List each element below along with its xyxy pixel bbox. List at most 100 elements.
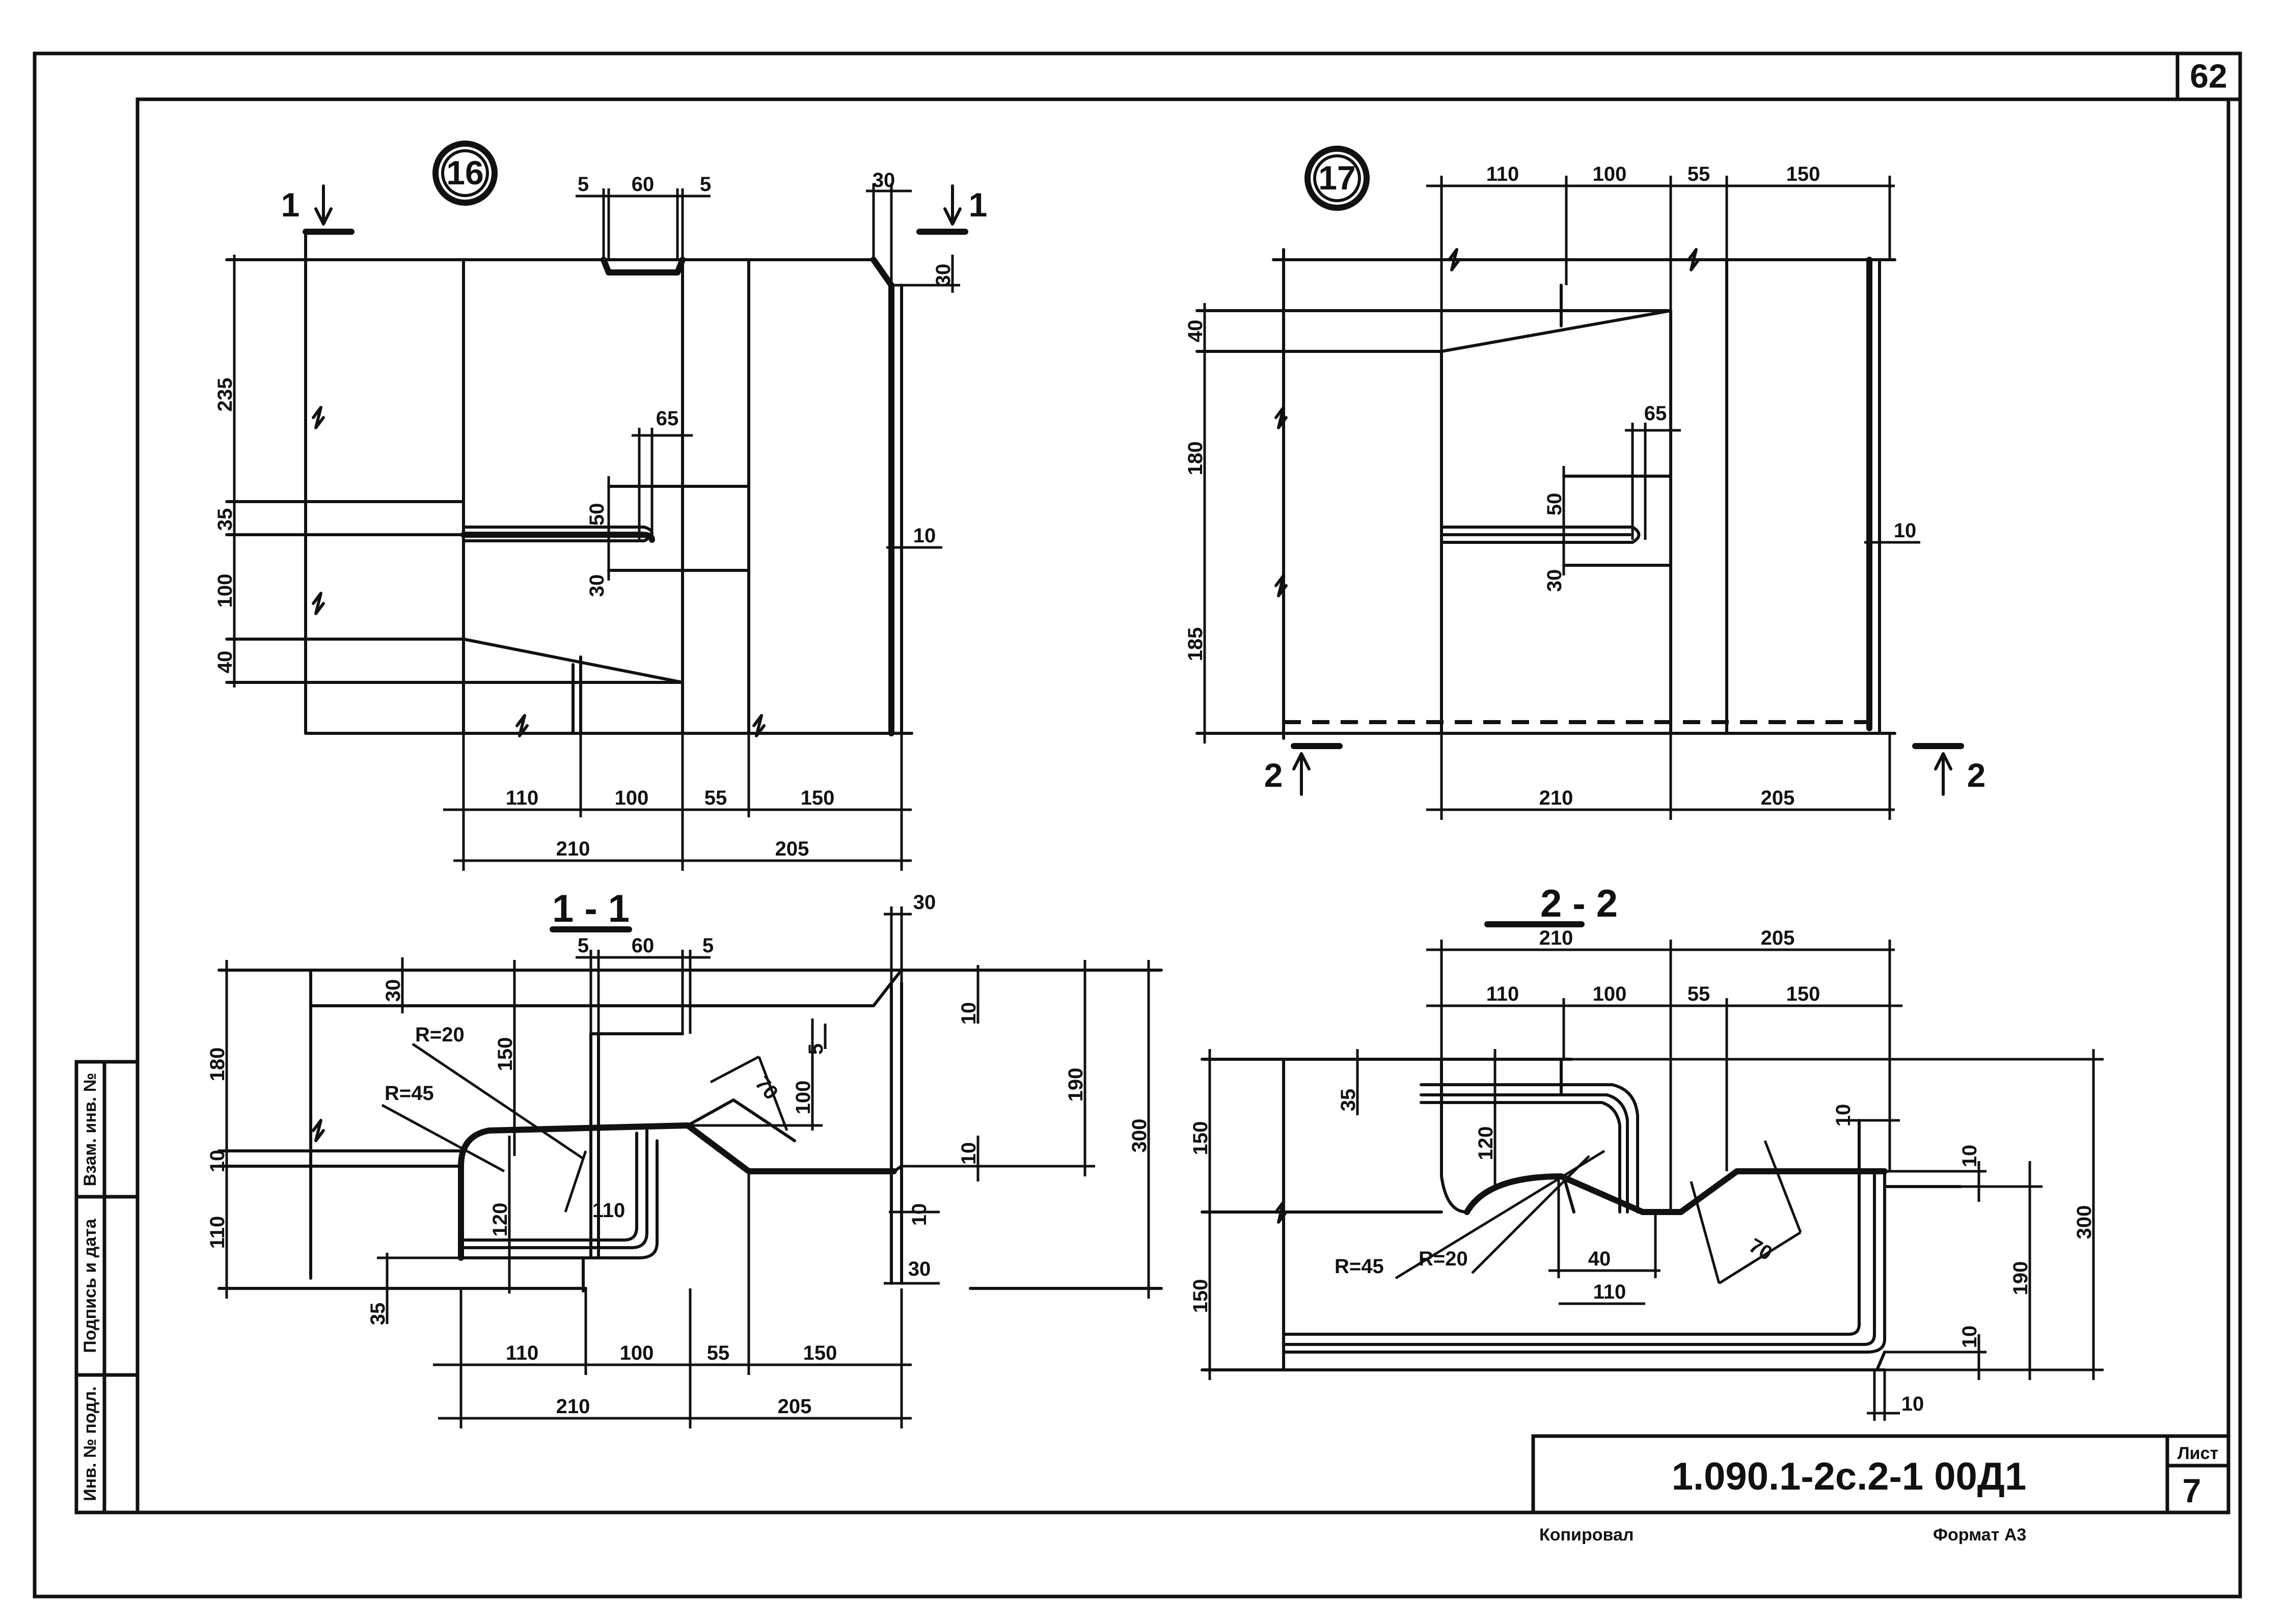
stamp-inv-original: Инв. № подл. xyxy=(80,1386,100,1501)
n16-dim-bot-110: 110 xyxy=(506,787,539,809)
s11-dim-10a: 10 xyxy=(958,1002,980,1025)
cut-mark-1-right: 1 xyxy=(969,186,988,224)
s22-dim-left-150a: 150 xyxy=(1189,1121,1212,1155)
sheet-label: Лист xyxy=(2178,1444,2218,1463)
section-2-2: 2 - 2 210 205 110 100 55 150 xyxy=(1189,882,2104,1421)
n17-dim-bot-205: 205 xyxy=(1761,787,1795,809)
n16-dim-side-30: 30 xyxy=(932,264,955,287)
page-number: 62 xyxy=(2190,57,2227,95)
s11-dim-left-10: 10 xyxy=(206,1150,229,1173)
s22-dim-10b: 10 xyxy=(1958,1145,1981,1168)
s22-radius-20: R=20 xyxy=(1419,1248,1468,1270)
stamp-signature-date: Подпись и дата xyxy=(80,1218,100,1353)
n16-dim-left-40: 40 xyxy=(214,651,236,674)
s22-dim-top-210: 210 xyxy=(1539,927,1573,949)
n16-dim-bot-205: 205 xyxy=(775,838,809,860)
title-block: 1.090.1-2с.2-1 00Д1 Лист 7 Копировал Фор… xyxy=(1531,1434,2230,1545)
cut-mark-1-left: 1 xyxy=(281,186,300,224)
n17-dim-top-110: 110 xyxy=(1486,163,1519,185)
drawing-designation: 1.090.1-2с.2-1 00Д1 xyxy=(1672,1455,2026,1498)
n16-dim-bot-210: 210 xyxy=(556,838,590,860)
s22-dim-top-110: 110 xyxy=(1486,983,1519,1005)
s22-dim-110: 110 xyxy=(1593,1281,1626,1303)
section-2-2-title: 2 - 2 xyxy=(1540,882,1618,925)
s11-dim-left-180: 180 xyxy=(206,1048,229,1082)
s11-dim-35: 35 xyxy=(367,1303,389,1326)
s22-dim-top-150: 150 xyxy=(1786,983,1820,1005)
s11-chamfer-70: 70 xyxy=(751,1072,782,1104)
s11-dim-right-300: 300 xyxy=(1128,1119,1151,1153)
s11-dim-bot-205: 205 xyxy=(778,1395,812,1418)
s11-dim-bot-210: 210 xyxy=(556,1395,590,1418)
s11-dim-top-5b: 5 xyxy=(702,934,714,957)
sheet-number: 7 xyxy=(2183,1472,2201,1509)
n16-dim-bot-150: 150 xyxy=(801,787,835,809)
s22-dim-70: 70 xyxy=(1745,1234,1776,1265)
s22-dim-top-55: 55 xyxy=(1688,983,1710,1005)
side-stamp: Взам. инв. № Подпись и дата Инв. № подл. xyxy=(74,1060,140,1515)
cut-mark-2-right: 2 xyxy=(1967,756,1986,794)
s11-dim-10b: 10 xyxy=(958,1142,980,1165)
n16-dim-top-5b: 5 xyxy=(700,173,711,196)
node-16-badge: 16 xyxy=(446,154,483,191)
s11-dim-100: 100 xyxy=(792,1081,814,1115)
n17-dim-50: 50 xyxy=(1543,493,1566,516)
s11-dim-5: 5 xyxy=(805,1043,827,1055)
s11-radius-45: R=45 xyxy=(385,1082,434,1105)
n16-dim-50: 50 xyxy=(586,503,608,526)
s11-dim-bot-100: 100 xyxy=(620,1342,654,1364)
n17-dim-top-150: 150 xyxy=(1786,163,1820,185)
n16-dim-30: 30 xyxy=(586,574,608,597)
s11-dim-top-5a: 5 xyxy=(578,934,589,957)
s11-radius-20: R=20 xyxy=(415,1024,465,1046)
section-1-1: 1 - 1 R=20 R=45 110 70 180 1 xyxy=(206,887,1163,1428)
copy-label: Копировал xyxy=(1539,1525,1634,1545)
node-16-plan: 16 1 1 235 35 xyxy=(214,141,988,871)
n16-dim-bot-55: 55 xyxy=(704,787,727,809)
s11-dim-120: 120 xyxy=(489,1203,511,1237)
s22-dim-right-190: 190 xyxy=(2009,1261,2032,1296)
s22-dim-10d: 10 xyxy=(1901,1393,1924,1415)
n17-dim-left-180: 180 xyxy=(1184,442,1207,476)
n16-dim-left-235: 235 xyxy=(214,378,236,412)
n17-dim-left-40: 40 xyxy=(1184,320,1207,343)
s11-dim-bot-55: 55 xyxy=(707,1342,730,1364)
s11-dim-left-110: 110 xyxy=(206,1216,229,1249)
s11-rebar-110: 110 xyxy=(592,1199,625,1222)
s22-dim-120: 120 xyxy=(1475,1126,1497,1161)
section-1-1-title: 1 - 1 xyxy=(552,887,630,930)
s22-dim-40: 40 xyxy=(1588,1248,1611,1270)
sheet-frame: 62 xyxy=(33,51,2242,1599)
s11-dim-top-60: 60 xyxy=(632,934,655,957)
s22-dim-top-205: 205 xyxy=(1761,927,1795,949)
n17-dim-10: 10 xyxy=(1894,519,1917,542)
s22-dim-10a: 10 xyxy=(1832,1104,1855,1127)
s11-dim-top-30: 30 xyxy=(913,891,936,914)
n16-dim-top-30: 30 xyxy=(873,169,895,191)
stamp-replace-inv: Взам. инв. № xyxy=(80,1072,100,1186)
s11-dim-right-190: 190 xyxy=(1065,1068,1087,1102)
n17-dim-top-55: 55 xyxy=(1688,163,1710,185)
s11-dim-150: 150 xyxy=(494,1037,516,1071)
s22-dim-10c: 10 xyxy=(1958,1326,1981,1348)
node-17-badge: 17 xyxy=(1318,159,1355,197)
n17-dim-65: 65 xyxy=(1644,402,1667,425)
s22-radius-45: R=45 xyxy=(1335,1255,1384,1278)
s11-dim-30b: 30 xyxy=(908,1258,931,1280)
n16-dim-top-5a: 5 xyxy=(578,173,589,196)
node-17-plan: 17 2 2 110 xyxy=(1184,146,1986,820)
n16-dim-bot-100: 100 xyxy=(615,787,649,809)
s11-dim-bot-150: 150 xyxy=(803,1342,837,1364)
n17-dim-30: 30 xyxy=(1543,569,1566,592)
s11-dim-10c: 10 xyxy=(908,1203,931,1226)
n16-dim-left-35: 35 xyxy=(214,508,236,531)
s22-dim-left-150b: 150 xyxy=(1189,1279,1212,1313)
s22-dim-top-100: 100 xyxy=(1593,983,1627,1005)
n17-dim-left-185: 185 xyxy=(1184,627,1207,662)
format-label: Формат А3 xyxy=(1933,1525,2026,1545)
n17-dim-top-100: 100 xyxy=(1593,163,1627,185)
cut-mark-2-left: 2 xyxy=(1264,756,1283,794)
n16-dim-left-100: 100 xyxy=(214,574,236,608)
n16-dim-top-60: 60 xyxy=(632,173,655,196)
